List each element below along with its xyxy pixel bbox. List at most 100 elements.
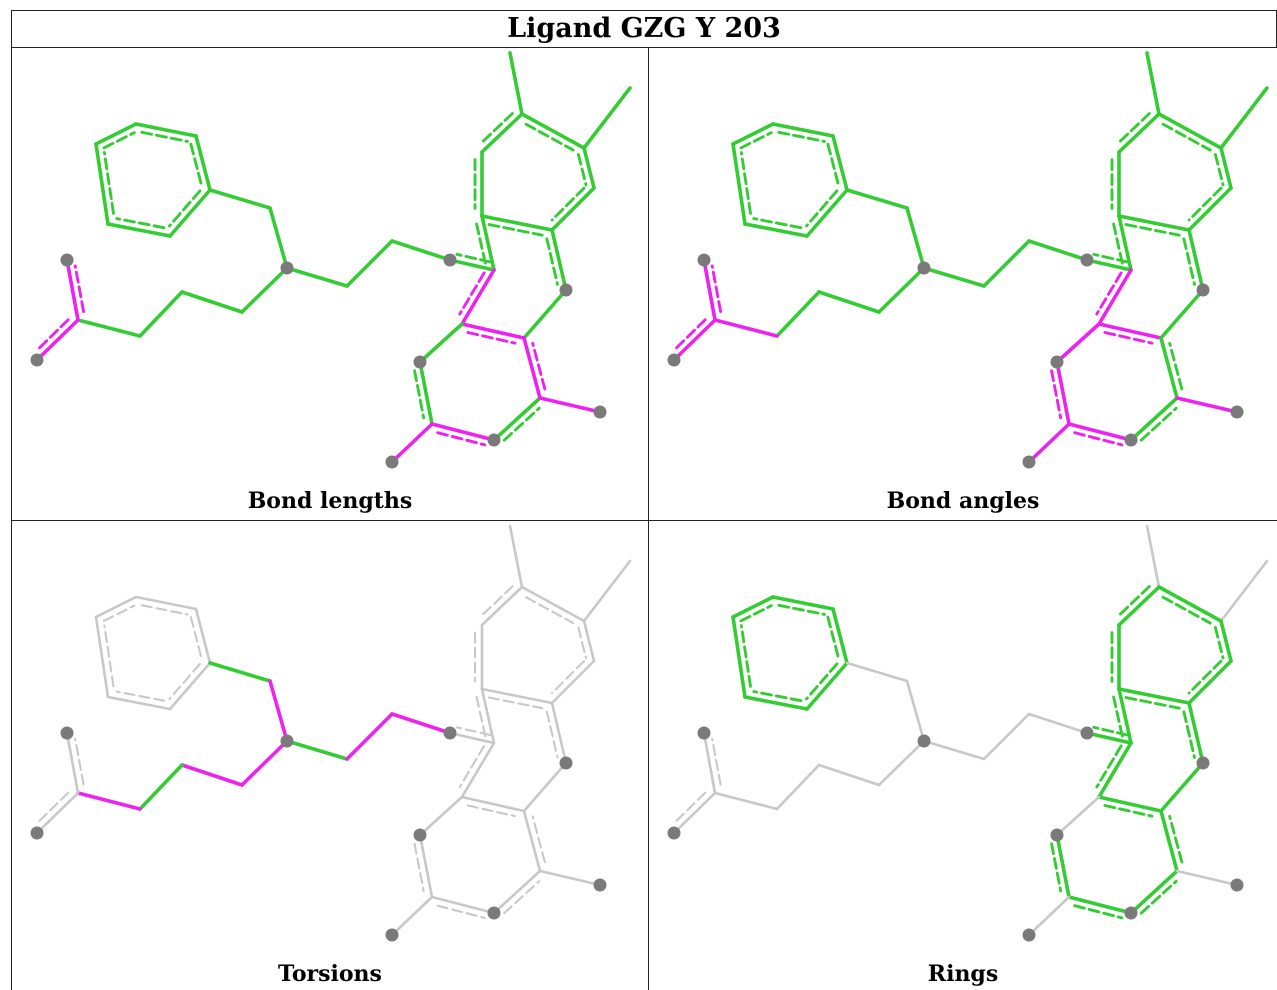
bond bbox=[702, 731, 717, 795]
bond bbox=[448, 731, 496, 745]
bond bbox=[436, 431, 487, 447]
bond bbox=[1085, 731, 1133, 745]
bond bbox=[508, 524, 524, 589]
bond bbox=[1055, 322, 1101, 364]
bond bbox=[103, 624, 115, 688]
bond bbox=[1161, 122, 1212, 152]
bond bbox=[550, 228, 568, 292]
atom-marker bbox=[1124, 433, 1138, 447]
panel-bond-angles: Bond angles bbox=[649, 48, 1277, 520]
bond bbox=[390, 239, 452, 262]
bond bbox=[35, 791, 80, 835]
bond bbox=[460, 268, 496, 326]
panel-torsions: Torsions bbox=[12, 521, 648, 990]
bond bbox=[285, 266, 349, 288]
bond bbox=[94, 595, 138, 619]
bond bbox=[1182, 710, 1196, 759]
bond bbox=[1103, 804, 1154, 818]
atom-marker bbox=[280, 734, 294, 748]
bond bbox=[102, 131, 136, 150]
bond bbox=[805, 189, 839, 228]
bond bbox=[487, 696, 544, 710]
atom-marker bbox=[559, 756, 573, 770]
bond bbox=[576, 153, 588, 187]
bond bbox=[1117, 687, 1133, 745]
bond bbox=[76, 791, 142, 811]
bond bbox=[1027, 895, 1071, 937]
bond bbox=[480, 214, 554, 232]
bond bbox=[1145, 51, 1161, 116]
bond bbox=[1157, 112, 1223, 150]
bond bbox=[752, 217, 803, 230]
bond bbox=[508, 51, 524, 116]
bond bbox=[1027, 239, 1089, 262]
bond bbox=[582, 619, 596, 663]
bond bbox=[672, 791, 717, 835]
bond bbox=[94, 142, 110, 226]
bond bbox=[550, 659, 596, 705]
bond bbox=[480, 214, 496, 272]
atom-marker bbox=[1022, 928, 1036, 942]
atom-marker bbox=[917, 734, 931, 748]
bond bbox=[905, 679, 926, 743]
bond bbox=[466, 804, 517, 818]
bond bbox=[455, 726, 492, 737]
bond bbox=[436, 904, 486, 919]
bond bbox=[982, 239, 1031, 288]
bond bbox=[550, 186, 596, 232]
panel-caption: Bond angles bbox=[886, 488, 1040, 514]
bond bbox=[240, 739, 289, 787]
bond bbox=[418, 322, 464, 364]
bond bbox=[35, 791, 70, 825]
bond bbox=[551, 660, 586, 695]
molecule-diagram-rings bbox=[667, 524, 1269, 942]
atom-marker bbox=[487, 906, 501, 920]
bond bbox=[65, 731, 80, 795]
bond bbox=[831, 134, 849, 192]
bond bbox=[1219, 86, 1269, 150]
bond bbox=[480, 112, 514, 144]
bond bbox=[502, 406, 541, 442]
bond bbox=[480, 112, 524, 154]
bond bbox=[1182, 237, 1196, 286]
bond bbox=[743, 222, 809, 238]
bond bbox=[460, 322, 526, 340]
bond bbox=[1159, 288, 1205, 340]
atom-marker bbox=[559, 283, 573, 297]
bond bbox=[805, 662, 839, 701]
atom-marker bbox=[1230, 878, 1244, 892]
bond bbox=[531, 815, 546, 864]
bond bbox=[134, 122, 198, 138]
bond bbox=[430, 895, 496, 915]
bond bbox=[739, 151, 752, 215]
atom-marker bbox=[1080, 726, 1094, 740]
bond bbox=[1117, 585, 1151, 617]
bond bbox=[845, 188, 909, 210]
bond bbox=[805, 188, 849, 238]
bond bbox=[480, 687, 554, 705]
bond bbox=[1050, 842, 1063, 893]
bond bbox=[345, 712, 394, 761]
bond bbox=[522, 336, 542, 400]
bond bbox=[1187, 659, 1233, 705]
atom-marker bbox=[917, 261, 931, 275]
bond bbox=[180, 290, 244, 314]
bond bbox=[102, 151, 115, 215]
bond bbox=[713, 791, 779, 811]
bond bbox=[982, 712, 1031, 761]
bond bbox=[1157, 585, 1223, 623]
bond bbox=[1095, 744, 1123, 789]
bond bbox=[522, 288, 568, 340]
bond bbox=[1095, 271, 1123, 316]
bond bbox=[102, 604, 136, 622]
bond bbox=[1103, 331, 1154, 345]
bond bbox=[775, 290, 821, 338]
atom-marker bbox=[413, 355, 427, 369]
bond bbox=[672, 791, 707, 825]
bond bbox=[458, 744, 486, 788]
bond bbox=[480, 585, 524, 627]
bond bbox=[492, 396, 542, 442]
bond bbox=[1055, 795, 1101, 837]
bond bbox=[418, 360, 434, 426]
